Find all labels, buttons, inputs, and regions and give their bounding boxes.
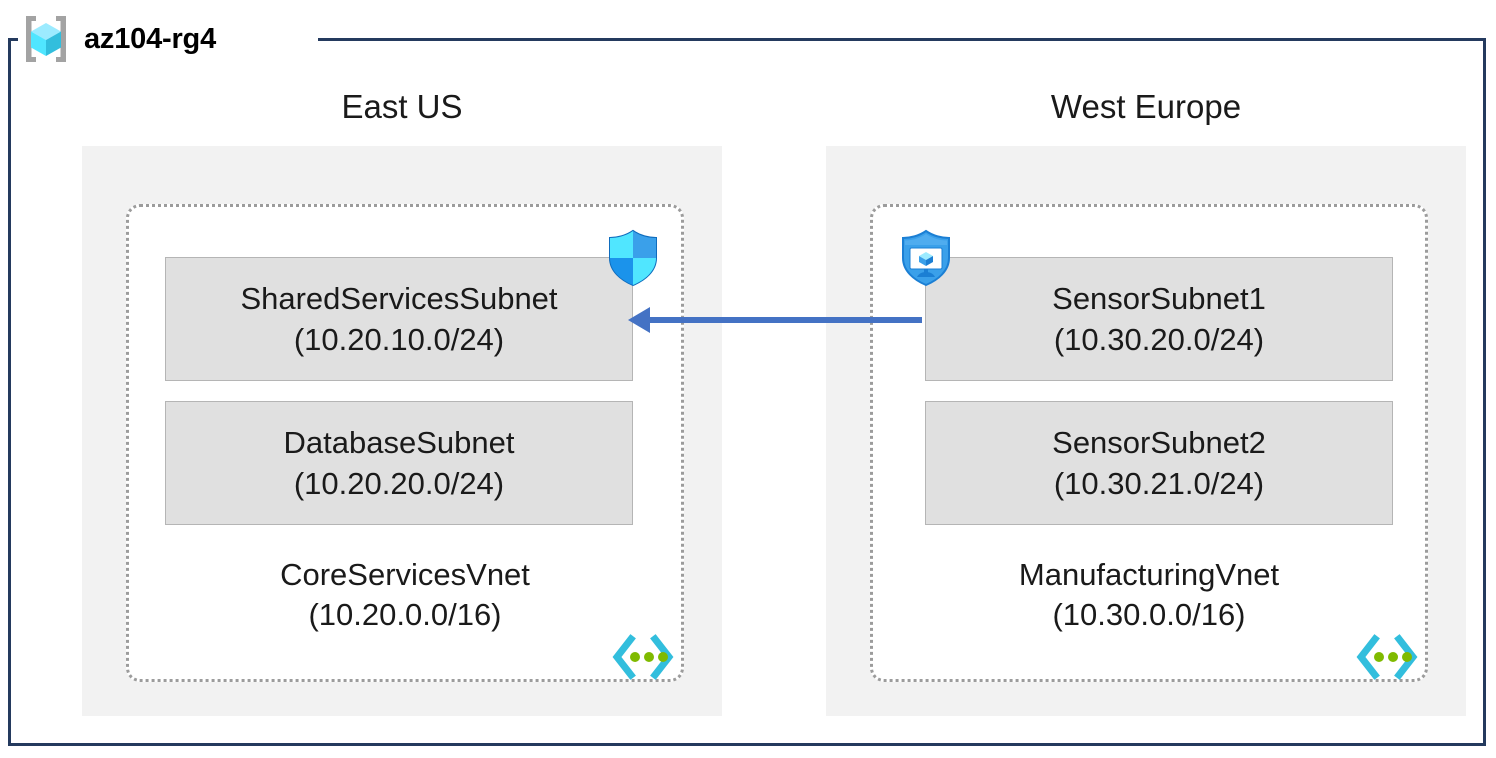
subnet-sharedservicessubnet[interactable]: SharedServicesSubnet (10.20.10.0/24) — [165, 257, 633, 381]
vnet-name: CoreServicesVnet — [280, 557, 530, 592]
subnet-name: SensorSubnet1 — [1052, 281, 1266, 316]
virtual-machine-shield-icon[interactable] — [895, 227, 957, 289]
network-security-group-shield-icon[interactable] — [602, 227, 664, 289]
vnet-name: ManufacturingVnet — [1018, 557, 1280, 592]
arrow-shaft — [648, 317, 922, 323]
subnet-name: DatabaseSubnet — [283, 425, 515, 460]
subnet-sensorsubnet2[interactable]: SensorSubnet2 (10.30.21.0/24) — [925, 401, 1393, 525]
subnet-cidr: (10.30.21.0/24) — [1053, 466, 1265, 501]
vnet-cidr: (10.30.0.0/16) — [1052, 597, 1246, 632]
vnet-peering-arrow — [628, 307, 922, 333]
resource-group-label: az104-rg4 — [18, 8, 216, 70]
vnet-peering-connector-icon[interactable] — [1353, 633, 1421, 681]
subnet-databasesubnet[interactable]: DatabaseSubnet (10.20.20.0/24) — [165, 401, 633, 525]
resource-group-cube-icon — [18, 11, 74, 67]
arrow-head-icon — [628, 307, 650, 333]
region-east-us: East US SharedServicesSubnet (10.20.10.0… — [82, 88, 722, 728]
region-west-europe: West Europe SensorSubnet1 (10.30.20.0/24… — [826, 88, 1466, 728]
subnet-cidr: (10.20.10.0/24) — [293, 322, 505, 357]
subnet-name: SensorSubnet2 — [1052, 425, 1266, 460]
subnet-sensorsubnet1[interactable]: SensorSubnet1 (10.30.20.0/24) — [925, 257, 1393, 381]
vnet-coreservicesvnet[interactable]: SharedServicesSubnet (10.20.10.0/24) — [126, 204, 684, 682]
vnet-cidr: (10.20.0.0/16) — [308, 597, 502, 632]
region-label-east-us: East US — [341, 88, 463, 125]
region-label-west-europe: West Europe — [1050, 88, 1242, 125]
resource-group-frame — [8, 38, 1486, 746]
vnet-peering-connector-icon[interactable] — [609, 633, 677, 681]
vnet-manufacturingvnet[interactable]: SensorSubnet1 (10.30.20.0/24) — [870, 204, 1428, 682]
resource-group-label-mask — [18, 26, 318, 52]
subnet-name: SharedServicesSubnet — [240, 281, 558, 316]
subnet-cidr: (10.30.20.0/24) — [1053, 322, 1265, 357]
subnet-cidr: (10.20.20.0/24) — [293, 466, 505, 501]
resource-group-name: az104-rg4 — [84, 22, 216, 55]
